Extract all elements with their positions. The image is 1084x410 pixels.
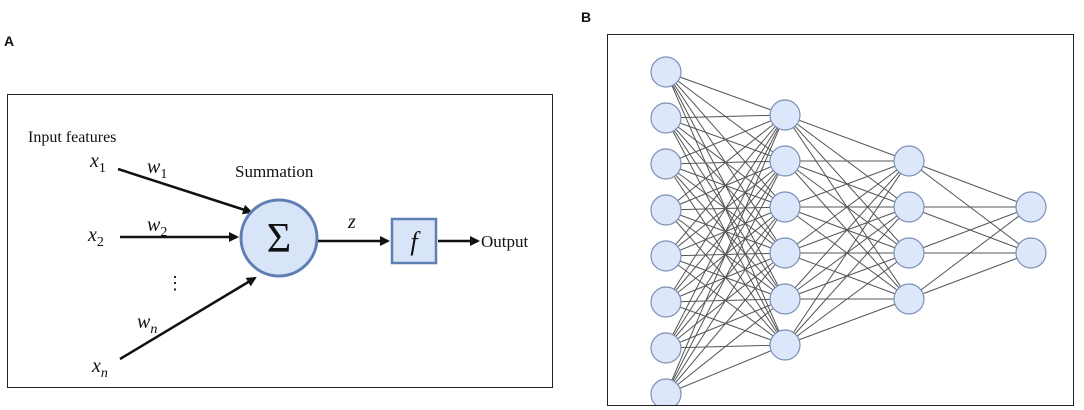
output-label: Output xyxy=(481,232,529,251)
edge-l0-n2-to-n0 xyxy=(665,114,786,165)
edge-l1-n2-to-n0 xyxy=(784,160,910,208)
sigma-icon: Σ xyxy=(267,216,291,262)
edge-l1-n4-to-n0 xyxy=(784,160,910,300)
summation-label: Summation xyxy=(235,162,314,181)
node-layer3-4 xyxy=(893,283,925,315)
node-layer3-1 xyxy=(893,145,925,177)
edge-l2-n0-to-n0 xyxy=(908,160,1032,208)
summation-node xyxy=(239,198,319,278)
edge-l1-n5-to-n2 xyxy=(784,252,910,346)
edge-l0-n5-to-n0 xyxy=(665,114,786,303)
weight-w1-label: w1 xyxy=(147,156,167,182)
node-layer2-2 xyxy=(769,145,801,177)
node-layer4-1 xyxy=(1015,191,1047,223)
network-svg xyxy=(650,56,1047,410)
input-xn-label: xn xyxy=(91,355,108,381)
edge-l0-n6-to-n0 xyxy=(665,114,786,349)
node-layer2-3 xyxy=(769,191,801,223)
node-layer1-8 xyxy=(650,378,682,410)
ellipsis-symbol: ⋮ xyxy=(166,273,184,293)
perceptron-diagram: Input features x1 w1 x2 w2 ⋮ wn xn Summa… xyxy=(7,94,553,388)
panel-b-label: B xyxy=(581,9,592,25)
edge-l0-n4-to-n0 xyxy=(665,114,786,257)
node-layer3-2 xyxy=(893,191,925,223)
network-edges xyxy=(665,71,1032,395)
edge-l0-n7-to-n2 xyxy=(665,206,786,395)
edge-l0-n1-to-n0 xyxy=(665,114,786,119)
edge-l1-n3-to-n0 xyxy=(784,160,910,254)
node-layer2-1 xyxy=(769,99,801,131)
node-layer2-4 xyxy=(769,237,801,269)
node-layer1-4 xyxy=(650,194,682,226)
activation-f-icon: f xyxy=(410,227,421,256)
edge-l1-n0-to-n0 xyxy=(784,114,910,162)
node-layer2-6 xyxy=(769,329,801,361)
arrow-x1-to-sum xyxy=(117,167,253,215)
weight-w2-label: w2 xyxy=(147,214,167,240)
edge-l2-n3-to-n0 xyxy=(908,206,1032,300)
edge-l1-n5-to-n1 xyxy=(784,206,910,346)
input-features-label: Input features xyxy=(28,129,116,146)
node-layer3-3 xyxy=(893,237,925,269)
neural-network-diagram xyxy=(607,34,1074,410)
input-x2-label: x2 xyxy=(87,224,104,250)
edge-l0-n7-to-n4 xyxy=(665,298,786,395)
edge-l2-n2-to-n0 xyxy=(908,206,1032,254)
weight-wn-label: wn xyxy=(137,311,157,337)
edge-l0-n0-to-n0 xyxy=(665,71,786,116)
edge-l0-n3-to-n0 xyxy=(665,114,786,211)
perceptron-svg: Input features x1 w1 x2 w2 ⋮ wn xn Summa… xyxy=(28,129,529,381)
node-layer1-1 xyxy=(650,56,682,88)
network-nodes xyxy=(650,56,1047,410)
edge-l0-n7-to-n1 xyxy=(665,160,786,395)
node-layer2-5 xyxy=(769,283,801,315)
input-x1-label: x1 xyxy=(89,150,106,176)
panel-a-label: A xyxy=(4,33,15,49)
edge-l1-n5-to-n3 xyxy=(784,298,910,346)
z-label: z xyxy=(347,211,356,233)
edge-l1-n5-to-n0 xyxy=(784,160,910,346)
edge-l0-n7-to-n3 xyxy=(665,252,786,395)
edge-l2-n3-to-n1 xyxy=(908,252,1032,300)
node-layer1-6 xyxy=(650,286,682,318)
node-layer1-5 xyxy=(650,240,682,272)
node-layer1-3 xyxy=(650,148,682,180)
activation-box xyxy=(390,217,438,265)
edge-l0-n7-to-n5 xyxy=(665,344,786,395)
node-layer1-7 xyxy=(650,332,682,364)
node-layer4-2 xyxy=(1015,237,1047,269)
node-layer1-2 xyxy=(650,102,682,134)
edge-l0-n7-to-n0 xyxy=(665,114,786,395)
arrow-xn-to-sum xyxy=(119,276,257,361)
